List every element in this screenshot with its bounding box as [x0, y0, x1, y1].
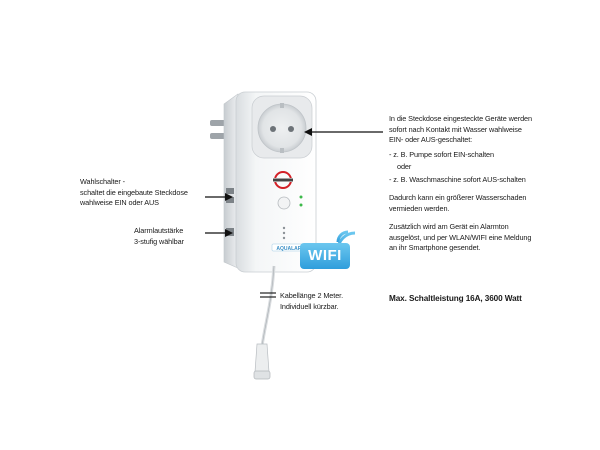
desc-p1-line1: In die Steckdose eingesteckte Geräte wer…	[389, 114, 532, 123]
volume-label: Alarmlautstärke 3-stufig wählbar	[134, 226, 214, 247]
desc-p1-line2: sofort nach Kontakt mit Wasser wahlweise	[389, 124, 522, 134]
switch-label: Wahlschalter - schaltet die eingebaute S…	[80, 177, 220, 209]
desc-p2-line1: Dadurch kann ein größerer Wasserschaden	[389, 193, 527, 202]
desc-p3-line3: an ihr Smartphone gesendet.	[389, 243, 481, 252]
description-block: In die Steckdose eingesteckte Geräte wer…	[389, 114, 594, 254]
cable-label-line1: Kabellänge 2 Meter.	[280, 291, 344, 300]
switch-label-line2: schaltet die eingebaute Steckdose	[80, 187, 188, 197]
switch-label-line3: wahlweise EIN oder AUS	[80, 198, 159, 207]
desc-or: oder	[397, 162, 412, 171]
desc-p2-line2: vermieden werden.	[389, 203, 450, 213]
desc-p1-line3: EIN- oder AUS-geschaltet:	[389, 135, 473, 144]
brand-strip-text: AQUALARM	[276, 246, 305, 252]
switch-label-line1: Wahlschalter -	[80, 177, 125, 186]
cable-length-label: Kabellänge 2 Meter. Individuell kürzbar.	[280, 291, 380, 312]
desc-example1: - z. B. Pumpe sofort EIN-schalten	[389, 149, 494, 159]
desc-p3-line2: ausgelöst, und per WLAN/WIFI eine Meldun…	[389, 232, 532, 242]
max-power-label: Max. Schaltleistung 16A, 3600 Watt	[389, 294, 522, 303]
desc-p3-line1: Zusätzlich wird am Gerät ein Alarmton	[389, 222, 509, 231]
wifi-badge: WIFI	[308, 247, 342, 264]
volume-label-line1: Alarmlautstärke	[134, 226, 184, 235]
desc-example2: - z. B. Waschmaschine sofort AUS-schalte…	[389, 174, 526, 184]
volume-label-line2: 3-stufig wählbar	[134, 236, 184, 246]
cable-label-line2: Individuell kürzbar.	[280, 301, 339, 311]
